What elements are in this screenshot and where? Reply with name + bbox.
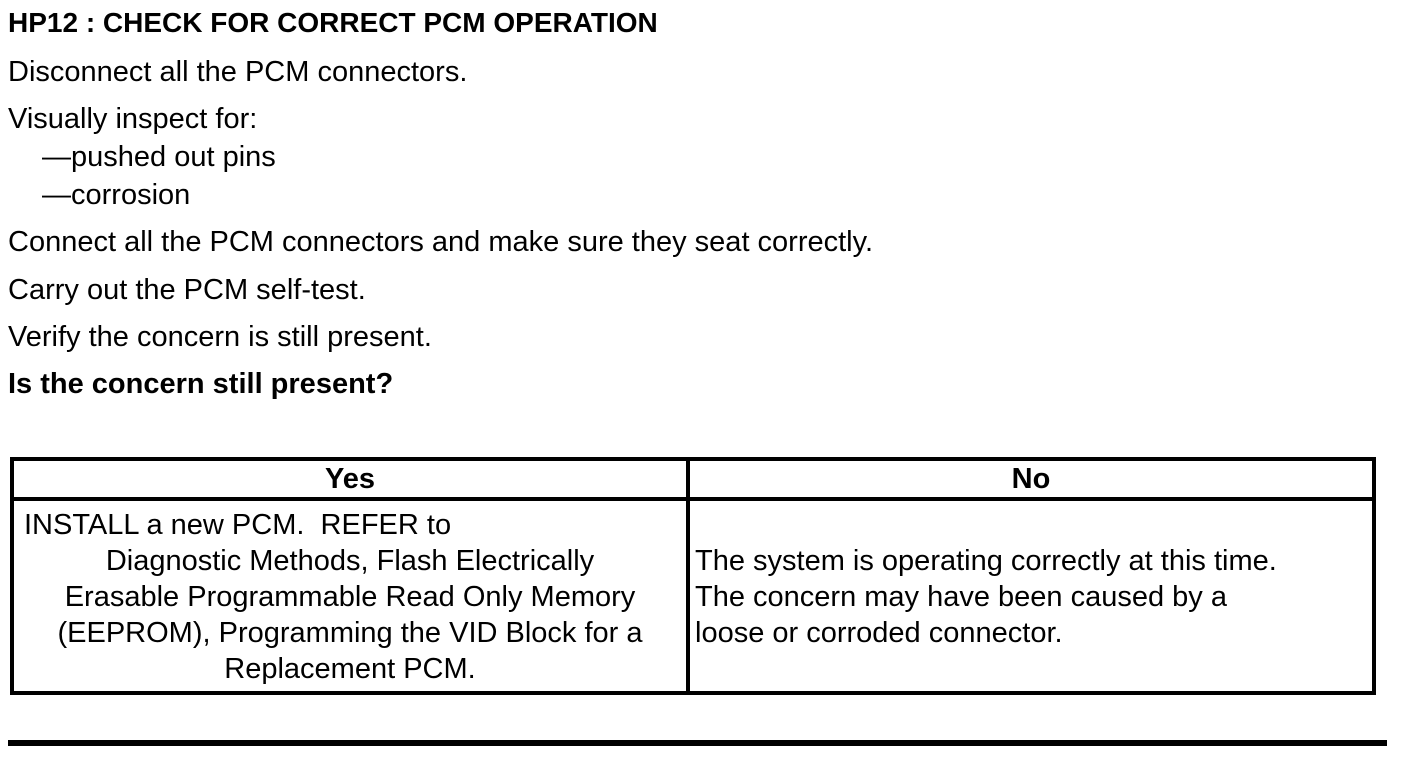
procedure-step-disconnect: Disconnect all the PCM connectors. [8, 56, 468, 88]
yes-cell-line: Diagnostic Methods, Flash Electrically [105, 545, 595, 577]
horizontal-rule [8, 740, 1387, 746]
no-cell-line: The concern may have been caused by a [695, 581, 1227, 613]
inspect-list-item-pins: —pushed out pins [42, 141, 276, 173]
procedure-step-verify: Verify the concern is still present. [8, 321, 432, 353]
yes-cell-line: INSTALL a new PCM. REFER to [24, 509, 452, 541]
no-cell-line: The system is operating correctly at thi… [695, 545, 1277, 577]
decision-table-header-row: Yes No [14, 461, 1372, 501]
decision-table-body-row: INSTALL a new PCM. REFER to Diagnostic M… [14, 501, 1372, 691]
procedure-step-self-test: Carry out the PCM self-test. [8, 274, 366, 306]
procedure-step-inspect-block: Visually inspect for: —pushed out pins —… [8, 100, 1408, 214]
yes-cell-line: Replacement PCM. [224, 653, 476, 685]
procedure-step-connect: Connect all the PCM connectors and make … [8, 226, 874, 258]
yes-column-header: Yes [14, 461, 690, 497]
yes-cell-line: Erasable Programmable Read Only Memory [64, 581, 636, 613]
yes-cell-line: (EEPROM), Programming the VID Block for … [57, 617, 643, 649]
no-column-header: No [1011, 463, 1051, 495]
no-cell-line: loose or corroded connector. [695, 617, 1063, 649]
page-title: HP12 : CHECK FOR CORRECT PCM OPERATION [8, 7, 658, 38]
yes-cell: INSTALL a new PCM. REFER to Diagnostic M… [14, 501, 690, 691]
inspect-list-item-corrosion: —corrosion [42, 179, 191, 211]
no-cell: The system is operating correctly at thi… [690, 501, 1372, 691]
procedure-step-inspect: Visually inspect for: [8, 103, 258, 135]
decision-table: Yes No INSTALL a new PCM. REFER to Diagn… [10, 457, 1376, 695]
decision-question: Is the concern still present? [8, 368, 394, 400]
